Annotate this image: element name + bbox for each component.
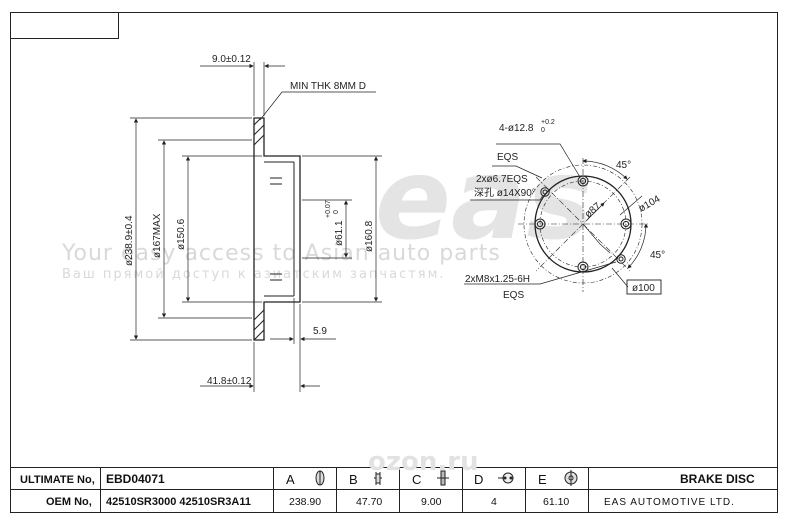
column-e-value: 61.10 bbox=[543, 496, 569, 508]
frame-corner-box bbox=[10, 12, 119, 39]
title-watermark: ozon.ru bbox=[368, 447, 479, 477]
dim-bolt-holes-tol: +0.2 bbox=[541, 119, 555, 126]
dim-bolt-holes: 4-ø12.8 bbox=[499, 123, 534, 134]
dim-hat-diameter: ø150.6 bbox=[176, 218, 187, 250]
column-d-value: 4 bbox=[491, 496, 497, 508]
column-e-letter: E bbox=[538, 472, 547, 487]
dim-thread: 2xM8x1.25-6H bbox=[465, 274, 530, 285]
column-d-letter: D bbox=[474, 472, 483, 487]
dim-center-bore-tol2: 0 bbox=[333, 210, 340, 214]
column-c-value: 9.00 bbox=[421, 496, 442, 508]
ultimate-number-label: ULTIMATE No, bbox=[20, 474, 95, 486]
oem-number-value: 42510SR3000 42510SR3A11 bbox=[106, 496, 251, 508]
bolt-holes-icon bbox=[498, 472, 514, 484]
center-bore-icon bbox=[564, 470, 578, 486]
note-chamfer: 深孔 ø14X90° bbox=[474, 187, 536, 199]
dim-small-holes: 2xø6.7EQS bbox=[476, 174, 528, 185]
oem-number-label: OEM No, bbox=[46, 496, 92, 508]
dim-hat-outer: ø160.8 bbox=[364, 220, 375, 252]
outer-diameter-icon bbox=[315, 470, 325, 486]
product-name: BRAKE DISC bbox=[680, 472, 755, 486]
angle-top: 45° bbox=[616, 160, 631, 171]
angle-bottom: 45° bbox=[650, 250, 665, 261]
dim-bolt-holes-tol2: 0 bbox=[541, 127, 545, 134]
dim-center-bore-tol: +0.07 bbox=[325, 200, 332, 218]
company-name: EAS AUTOMOTIVE LTD. bbox=[604, 497, 735, 508]
column-b-value: 47.70 bbox=[356, 496, 382, 508]
column-a-letter: A bbox=[286, 472, 295, 487]
watermark-line-ru: Ваш прямой доступ к азиатским запчастям. bbox=[62, 267, 446, 282]
note-eqs-top: EQS bbox=[497, 152, 518, 163]
title-block bbox=[10, 467, 778, 513]
thickness-icon bbox=[437, 470, 449, 486]
note-eqs-bottom: EQS bbox=[503, 290, 524, 301]
front-view bbox=[464, 143, 662, 295]
height-icon bbox=[374, 472, 382, 485]
side-section-view bbox=[130, 62, 382, 392]
dim-flange: 5.9 bbox=[313, 326, 327, 337]
dim-friction-inner: ø167MAX bbox=[152, 213, 163, 258]
column-a-value: 238.90 bbox=[289, 496, 321, 508]
column-c-letter: C bbox=[412, 472, 421, 487]
dim-outer-diameter: ø238.9±0.4 bbox=[124, 215, 135, 266]
ultimate-number-value: EBD04071 bbox=[106, 472, 165, 486]
dim-total-height: 41.8±0.12 bbox=[207, 376, 252, 387]
note-min-thickness: MIN THK 8MM D bbox=[290, 81, 366, 92]
dim-center-bore: ø61.1 bbox=[334, 220, 345, 246]
dim-pcd-100: ø100 bbox=[632, 283, 655, 294]
dim-hat-thickness: 9.0±0.12 bbox=[212, 54, 251, 65]
column-b-letter: B bbox=[349, 472, 358, 487]
